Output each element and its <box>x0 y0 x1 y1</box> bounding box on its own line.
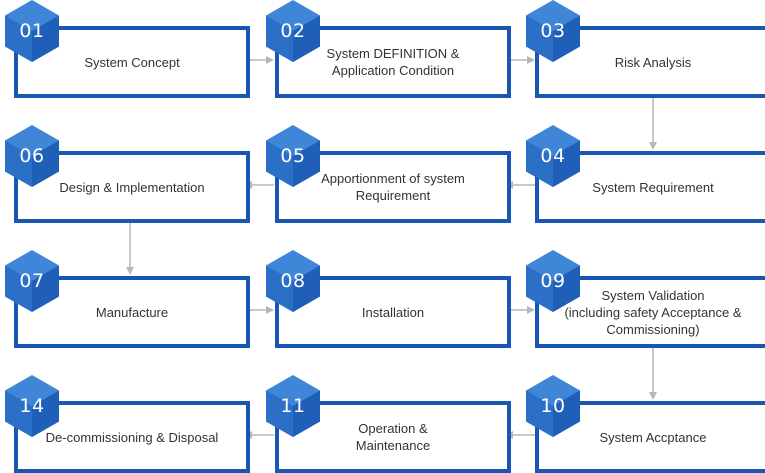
step-label: Design & Implementation <box>59 179 205 195</box>
step-label: De-commissioning & Disposal <box>45 429 219 445</box>
step-11: Operation & Maintenance 11 <box>266 375 519 473</box>
hexagon-badge-icon <box>266 125 320 187</box>
step-05: Apportionment of system Requirement 05 <box>266 125 519 223</box>
step-number: 04 <box>540 145 566 167</box>
hexagon-badge-icon <box>266 375 320 437</box>
step-label: System DEFINITION & Application Conditio… <box>326 46 460 78</box>
step-label: System Accptance <box>599 429 707 445</box>
step-number: 11 <box>280 395 306 417</box>
hexagon-badge-icon <box>5 250 59 312</box>
step-06: Design & Implementation 06 <box>5 125 258 223</box>
step-box: Manufacture <box>14 276 250 348</box>
hexagon-badge-icon <box>266 250 320 312</box>
step-number: 07 <box>19 270 45 292</box>
step-label: System Validation (including safety Acce… <box>564 287 742 337</box>
step-box: System Requirement <box>535 151 765 223</box>
hexagon-badge-icon <box>5 125 59 187</box>
step-box: System DEFINITION & Application Conditio… <box>275 26 511 98</box>
step-label: Installation <box>361 304 425 320</box>
step-label: Manufacture <box>95 304 169 320</box>
hexagon-badge-icon <box>526 250 580 312</box>
hexagon-badge-icon <box>526 125 580 187</box>
step-02: System DEFINITION & Application Conditio… <box>266 0 519 98</box>
step-number: 09 <box>540 270 566 292</box>
step-09: System Validation (including safety Acce… <box>526 250 765 348</box>
step-number: 03 <box>540 20 566 42</box>
step-label: Risk Analysis <box>614 54 692 70</box>
step-10: System Accptance 10 <box>526 375 765 473</box>
step-03: Risk Analysis 03 <box>526 0 765 98</box>
step-label: Operation & Maintenance <box>355 421 431 453</box>
step-01: System Concept 01 <box>5 0 258 98</box>
step-number: 06 <box>19 145 45 167</box>
hexagon-badge-icon <box>5 0 59 62</box>
hexagon-badge-icon <box>266 0 320 62</box>
step-08: Installation 08 <box>266 250 519 348</box>
step-number: 10 <box>540 395 566 417</box>
step-number: 05 <box>280 145 306 167</box>
step-07: Manufacture 07 <box>5 250 258 348</box>
step-label: System Requirement <box>592 179 714 195</box>
step-number: 02 <box>280 20 306 42</box>
step-label: Apportionment of system Requirement <box>321 171 465 203</box>
hexagon-badge-icon <box>526 375 580 437</box>
step-number: 01 <box>19 20 45 42</box>
step-label: System Concept <box>84 54 180 70</box>
hexagon-badge-icon <box>5 375 59 437</box>
hexagon-badge-icon <box>526 0 580 62</box>
step-04: System Requirement 04 <box>526 125 765 223</box>
step-14: De-commissioning & Disposal 14 <box>5 375 258 473</box>
step-number: 08 <box>280 270 306 292</box>
step-number: 14 <box>19 395 45 417</box>
